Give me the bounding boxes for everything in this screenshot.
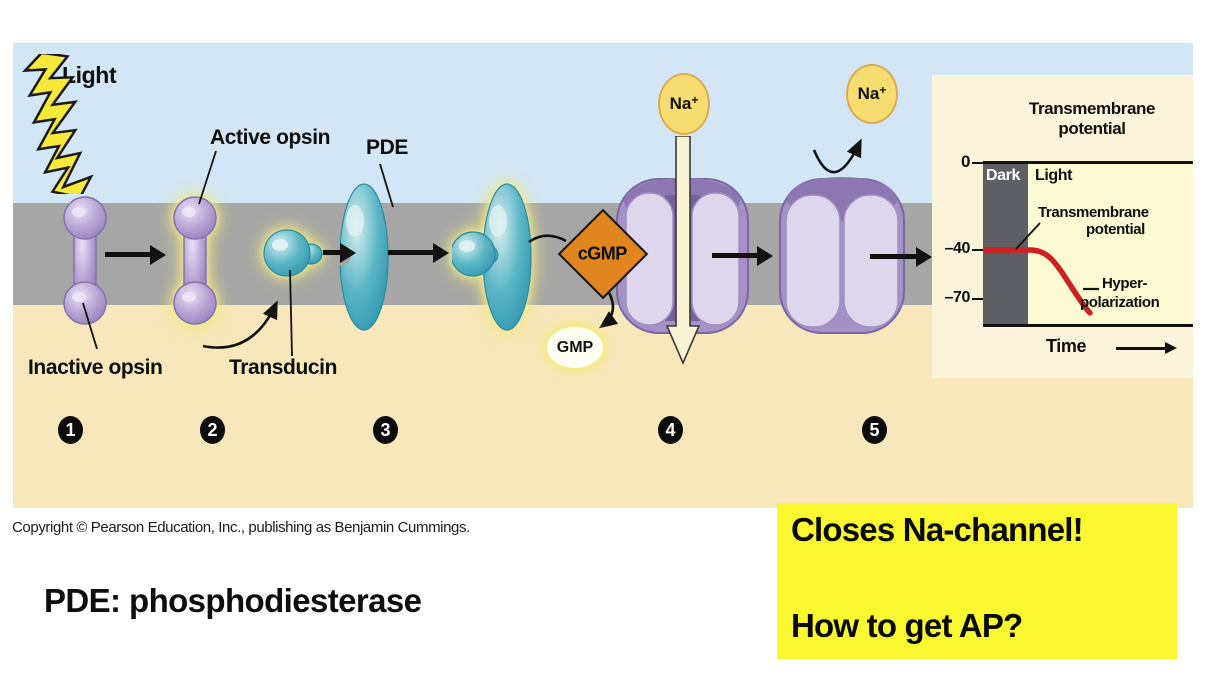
graph-title-line2: potential xyxy=(1058,119,1126,138)
curve-annotation-line2: potential xyxy=(1086,221,1145,238)
transducin-pde-complex xyxy=(452,183,532,331)
step-arrow-1 xyxy=(105,244,166,265)
na-ion-blocked: Na+ xyxy=(846,64,898,124)
step-badge-2: 2 xyxy=(200,416,225,444)
inactive-opsin xyxy=(63,196,107,325)
na-channel-closed xyxy=(779,177,905,334)
note-line-2: How to get AP? xyxy=(791,607,1023,644)
light-region-label: Light xyxy=(1035,167,1073,184)
step-badge-5: 5 xyxy=(862,416,887,444)
hyperpolarization-line2: polarization xyxy=(1080,294,1160,311)
step-badge-3: 3 xyxy=(373,416,398,444)
note-box: Closes Na-channel! How to get AP? xyxy=(777,503,1177,659)
time-axis-arrow xyxy=(1116,342,1177,354)
graph-title-line1: Transmembrane xyxy=(1028,99,1156,118)
gmp-label: GMP xyxy=(556,338,594,356)
na-ion-text: Na xyxy=(857,84,880,103)
step-badge-1: 1 xyxy=(58,416,83,444)
curve-annotation-line1: Transmembrane xyxy=(1038,204,1149,221)
caption-text: PDE: phosphodiesterase xyxy=(44,582,422,619)
ytick-40: –40 xyxy=(944,240,971,257)
pde-label: PDE xyxy=(366,136,408,159)
transducin xyxy=(263,229,323,277)
step-arrow-5 xyxy=(870,246,932,267)
step-arrow-2 xyxy=(323,242,356,263)
gmp-molecule: GMP xyxy=(547,327,603,368)
x-axis-bottom xyxy=(983,324,1193,327)
na-influx-arrow xyxy=(665,136,701,366)
potential-curve xyxy=(983,247,1093,316)
step-arrow-3 xyxy=(388,242,449,263)
light-label: Light xyxy=(62,62,117,88)
light-bolt-icon xyxy=(22,54,94,194)
ytick-70: –70 xyxy=(944,289,971,306)
step-badge-4: 4 xyxy=(658,416,683,444)
na-ion-charge: + xyxy=(691,93,699,107)
dark-region-label: Dark xyxy=(986,167,1020,184)
step-arrow-4 xyxy=(712,245,773,266)
cgmp-label: cGMP xyxy=(578,243,628,264)
hyperpolarization-line1: Hyper- xyxy=(1102,275,1148,292)
active-opsin-label: Active opsin xyxy=(210,126,331,149)
time-axis-label: Time xyxy=(1046,336,1087,356)
ytick-0: 0 xyxy=(960,152,970,171)
na-ion-charge: + xyxy=(879,83,887,97)
na-ion-open: Na+ xyxy=(658,73,710,135)
tick-mark-70 xyxy=(972,298,983,300)
active-opsin xyxy=(173,196,217,325)
curve-annotation: Transmembrane potential xyxy=(1038,204,1193,238)
tick-mark-40 xyxy=(972,249,983,251)
inactive-opsin-label: Inactive opsin xyxy=(28,356,163,379)
transducin-label: Transducin xyxy=(229,356,338,379)
copyright-text: Copyright © Pearson Education, Inc., pub… xyxy=(12,519,470,536)
note-line-1: Closes Na-channel! xyxy=(791,511,1084,548)
na-ion-text: Na xyxy=(669,94,692,113)
tick-mark-0 xyxy=(972,162,983,164)
transmembrane-potential-graph: Transmembrane potential 0 –40 –70 Dark L… xyxy=(932,75,1193,378)
x-axis-top xyxy=(983,161,1193,164)
graph-title: Transmembrane potential xyxy=(992,99,1192,139)
light-region xyxy=(1028,163,1193,326)
